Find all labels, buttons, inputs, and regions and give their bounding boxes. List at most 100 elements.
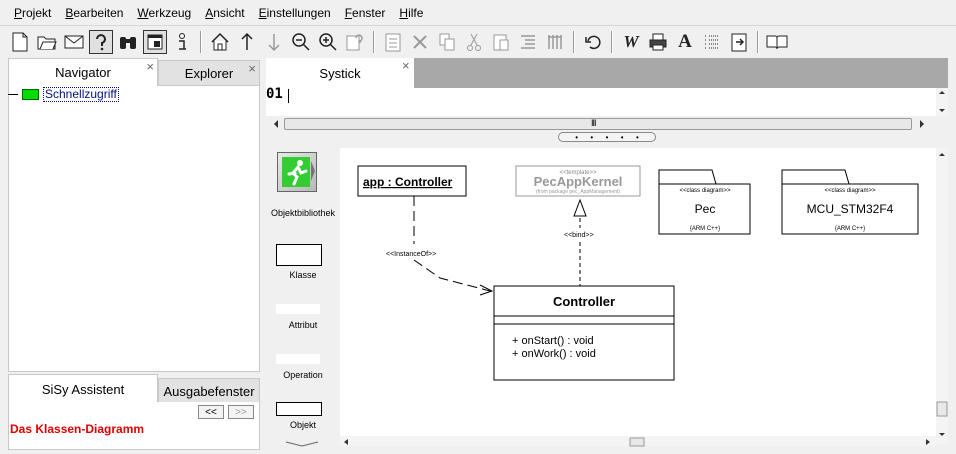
bind-label: <<bind>> [564, 232, 594, 239]
toolbox-label-attribut: Attribut [288, 320, 318, 330]
toolbox-label-objekt: Objekt [289, 420, 316, 430]
scroll-right-icon[interactable] [918, 118, 926, 133]
tree-connector-line [8, 94, 18, 95]
operation-onwork: + onWork() : void [512, 348, 596, 360]
word-icon[interactable]: W [623, 32, 639, 51]
tab-navigator-label: Navigator [55, 65, 111, 80]
toolbar-separator [573, 31, 575, 53]
package-mcu-stm32f4[interactable]: <<class diagram>> MCU_STM32F4 {ARM C++} [781, 169, 919, 235]
grip-dot-icon: • [620, 132, 624, 142]
book-icon[interactable] [765, 30, 789, 54]
arrow-up-icon[interactable] [235, 30, 259, 54]
tree-node-schnellzugriff[interactable]: Schnellzugriff [43, 87, 119, 102]
navigator-tree[interactable] [8, 86, 260, 372]
zoom-out-icon[interactable] [289, 30, 313, 54]
object-tool-icon[interactable] [276, 402, 322, 416]
previous-page-button[interactable]: << [198, 405, 224, 419]
menu-bearbeiten[interactable]: Bearbeiten [65, 5, 124, 20]
package-mcu-name: MCU_STM32F4 [807, 202, 894, 216]
scroll-left-icon[interactable] [272, 118, 280, 133]
quick-access-node-icon[interactable] [22, 89, 39, 100]
package-pec[interactable]: <<class diagram>> Pec {ARM C++} [658, 169, 751, 235]
diagram-canvas[interactable]: app : Controller <<InstanceOf>> <<templa… [340, 148, 936, 436]
panel-splitter[interactable] [260, 58, 266, 454]
tab-sisy-assistent[interactable]: SiSy Assistent [8, 374, 158, 404]
window-icon[interactable] [143, 30, 167, 54]
package-mcu-stereotype: <<class diagram>> [824, 188, 876, 194]
undo-icon[interactable] [581, 30, 605, 54]
help-question-icon[interactable] [89, 30, 113, 54]
tab-explorer[interactable]: Explorer × [158, 60, 260, 86]
bullet-list-icon[interactable] [700, 30, 724, 54]
delete-icon[interactable] [408, 30, 432, 54]
align-list-icon[interactable] [516, 30, 540, 54]
canvas-horizontal-scrollbar[interactable] [340, 436, 936, 447]
copy-icon[interactable] [435, 30, 459, 54]
arrow-down-icon[interactable] [262, 30, 286, 54]
grip-dot-icon: • [575, 132, 578, 142]
menu-hilfe[interactable]: Hilfe [399, 5, 424, 20]
package-pec-name: Pec [695, 202, 716, 216]
grip-dot-icon: • [605, 132, 609, 142]
menu-werkzeug[interactable]: Werkzeug [137, 5, 192, 20]
operation-onstart: + onStart() : void [512, 335, 594, 347]
menu-ansicht[interactable]: Ansicht [205, 5, 245, 20]
class-controller[interactable]: Controller + onStart() : void + onWork()… [493, 285, 675, 381]
help-document-icon[interactable] [343, 30, 367, 54]
grip-dot-icon: • [590, 132, 594, 142]
toolbox-label-operation: Operation [283, 370, 323, 380]
operation-tool-icon[interactable] [276, 354, 320, 364]
object-library-icon[interactable] [277, 152, 317, 192]
bind-connector[interactable]: <<bind>> [564, 198, 594, 286]
toolbar-separator [757, 31, 759, 53]
toolbox-more-chevron-icon[interactable] [284, 436, 320, 447]
paste-icon[interactable] [489, 30, 513, 54]
font-icon[interactable]: A [678, 31, 692, 52]
canvas-vertical-scrollbar[interactable] [936, 148, 948, 444]
export-document-icon[interactable] [727, 30, 751, 54]
class-tool-icon[interactable] [276, 244, 322, 266]
properties-icon[interactable] [381, 30, 405, 54]
object-app-controller[interactable]: app : Controller [357, 165, 467, 197]
menu-projekt[interactable]: Projekt [14, 5, 52, 20]
zoom-in-icon[interactable] [316, 30, 340, 54]
instance-of-connector[interactable]: <<InstanceOf>> [386, 196, 494, 296]
menu-einstellungen[interactable]: Einstellungen [258, 5, 331, 20]
mail-icon[interactable] [62, 30, 86, 54]
toolbox-label-objektbibliothek: Objektbibliothek [270, 208, 336, 218]
code-vertical-scrollbar[interactable] [936, 88, 948, 116]
columns-icon[interactable] [543, 30, 567, 54]
diagram-toolbox: Objektbibliothek Klasse Attribut Operati… [266, 148, 340, 447]
toolbar-separator [200, 31, 202, 53]
code-horizontal-scrollbar[interactable]: III [284, 118, 912, 130]
assistant-panel [8, 402, 260, 450]
package-mcu-note: {ARM C++} [835, 226, 865, 232]
binoculars-icon[interactable] [116, 30, 140, 54]
uml-diagram: app : Controller <<InstanceOf>> <<templa… [357, 165, 919, 381]
new-document-icon[interactable] [8, 30, 32, 54]
code-editor[interactable] [266, 88, 948, 116]
menu-fenster[interactable]: Fenster [344, 5, 386, 20]
printer-icon[interactable] [646, 30, 670, 54]
tab-navigator[interactable]: Navigator × [8, 58, 158, 86]
tab-explorer-label: Explorer [184, 65, 234, 81]
template-name: PecAppKernel [534, 174, 623, 189]
close-icon[interactable]: × [248, 61, 256, 76]
close-icon[interactable]: × [146, 59, 154, 74]
next-page-button[interactable]: >> [228, 405, 254, 419]
template-pecappkernel[interactable]: <<template>> PecAppKernel (from package … [515, 165, 641, 197]
toolbar-separator [611, 31, 613, 53]
toolbar: W A [0, 27, 956, 57]
open-folder-icon[interactable] [35, 30, 59, 54]
attribute-tool-icon[interactable] [276, 304, 320, 314]
close-icon[interactable]: × [402, 58, 410, 73]
info-figure-icon[interactable] [170, 30, 194, 54]
editor-splitter-handle[interactable]: • • • • • [558, 132, 656, 142]
tab-ausgabefenster[interactable]: Ausgabefenster [158, 378, 260, 404]
home-icon[interactable] [208, 30, 232, 54]
tab-sisy-assistent-label: SiSy Assistent [41, 382, 125, 397]
tab-systick[interactable]: Systick [266, 58, 414, 88]
code-line-number: 01 [266, 86, 283, 102]
tab-systick-label: Systick [319, 65, 361, 81]
cut-icon[interactable] [462, 30, 486, 54]
